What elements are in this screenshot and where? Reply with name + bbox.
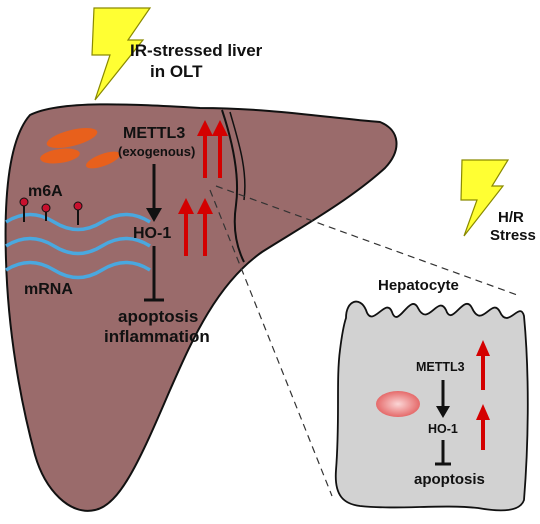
up-arrow-icon [197,198,213,256]
up-arrow-icon [212,120,228,178]
liver-title-line1: IR-stressed liver [130,41,263,60]
inhibition-bar-icon [435,440,451,466]
cell-ho1-label: HO-1 [428,422,458,436]
liver-lobe-line [221,109,245,263]
nucleus-shape [376,391,420,417]
stress-label-line1: H/R [498,209,524,226]
outcome-line1: apoptosis [118,307,198,326]
ho1-label: HO-1 [133,225,171,242]
zoom-guide-line [215,185,521,297]
organelle-shape [46,128,98,148]
m6a-marker [41,203,51,221]
lightning-bolt-icon [91,7,152,101]
cell-apoptosis-label: apoptosis [414,471,485,488]
liver-shape [4,103,398,512]
mrna-strand [5,260,151,280]
down-arrow-icon [146,164,162,222]
liver-lobe-line-2 [229,111,246,201]
down-arrow-icon [436,380,450,418]
organelle-shape [40,148,80,164]
up-arrow-icon [178,198,194,256]
mettl3-sub-label: (exogenous) [118,144,195,159]
up-arrow-icon [476,340,490,390]
mrna-strand [5,236,151,256]
zoom-guide-line [209,189,333,497]
mrna-label: mRNA [24,281,73,298]
stress-label-line2: Stress [490,227,536,244]
up-arrow-icon [476,404,490,450]
hepatocyte-title: Hepatocyte [378,277,459,294]
m6a-label: m6A [28,183,63,200]
m6a-marker [19,197,29,222]
up-arrow-icon [197,120,213,178]
mrna-strand [5,212,151,232]
lightning-bolt-icon [460,159,510,237]
outcome-line2: inflammation [104,327,210,346]
m6a-marker [73,201,83,225]
inhibition-bar-icon [144,246,164,302]
organelle-shape [85,151,121,169]
cell-mettl3-label: METTL3 [416,360,465,374]
mettl3-label: METTL3 [123,125,185,142]
liver-title-line2: in OLT [150,62,203,81]
